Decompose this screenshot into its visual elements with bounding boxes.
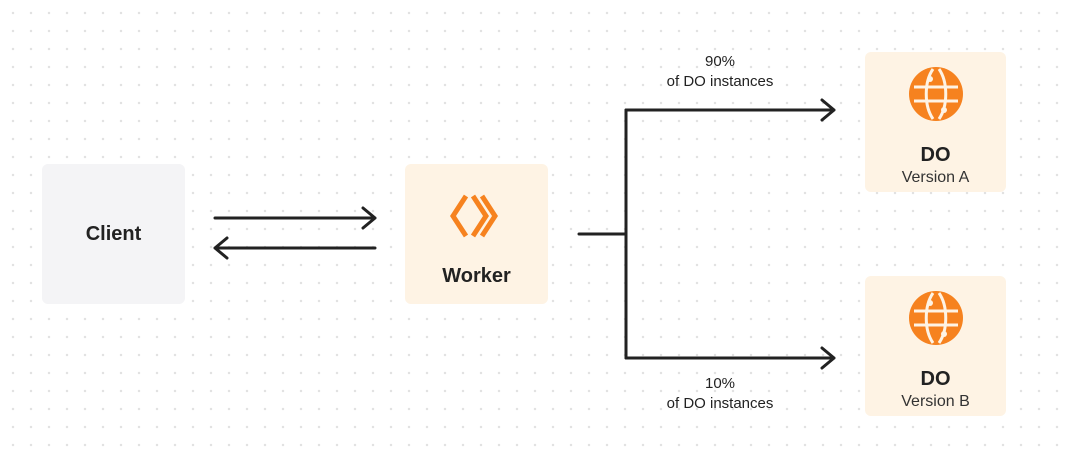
arrow-to-version-b (624, 346, 836, 370)
client-title: Client (85, 223, 142, 245)
arrow-to-version-a (624, 98, 836, 122)
version-b-split-label: 10% of DO instances (620, 374, 820, 414)
do-version-b-node: DO Version B (865, 276, 1006, 416)
worker-node: Worker (405, 164, 548, 304)
version-a-caption: of DO instances (666, 73, 774, 90)
do-b-version: Version B (901, 393, 970, 410)
client-node: Client (42, 164, 185, 304)
version-b-caption: of DO instances (666, 395, 774, 412)
do-a-title: DO (920, 144, 951, 166)
do-a-version: Version A (901, 169, 970, 186)
request-arrow (213, 206, 377, 230)
do-version-a-node: DO Version A (865, 52, 1006, 192)
version-b-percent: 10% (704, 375, 736, 392)
globe-icon (909, 67, 963, 121)
worker-title: Worker (442, 265, 511, 287)
version-a-percent: 90% (704, 53, 736, 70)
response-arrow (213, 236, 377, 260)
version-a-split-label: 90% of DO instances (620, 52, 820, 92)
globe-icon (909, 291, 963, 345)
workers-chevron-icon (450, 194, 498, 238)
do-b-title: DO (920, 368, 951, 390)
